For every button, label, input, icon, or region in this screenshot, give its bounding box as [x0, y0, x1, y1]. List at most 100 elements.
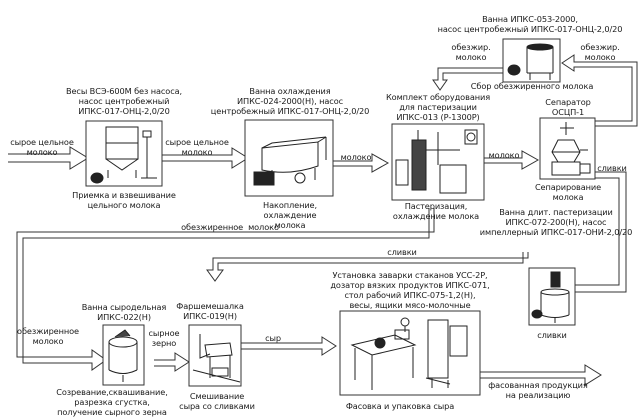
process-label-packing: Фасовка и упаковка сыра — [346, 401, 454, 411]
flow-arrow-pasteurization-to-separator — [484, 150, 540, 170]
flow-line: на реализацию — [505, 390, 571, 400]
flow-label-separator-to-cream: сливки — [597, 163, 627, 173]
process-label-cooling: Накопление, охлаждение молока — [263, 200, 317, 230]
process-line: охлаждение — [263, 210, 317, 220]
equipment-label-pasteurization: Комплект оборудования для пастеризации И… — [386, 92, 490, 122]
process-line: Сепарирование — [534, 182, 602, 192]
flow-line: молоко — [32, 336, 64, 346]
equipment-line: Ванна ИПКС-053-2000, — [482, 14, 578, 24]
process-label-pasteurization: Пастеризация, охлаждение молока — [393, 201, 479, 221]
flow-line: молоко — [584, 52, 616, 62]
storage-tank-icon — [507, 43, 554, 80]
flow-line: молоко — [455, 52, 487, 62]
flow-line: молоко — [181, 147, 213, 157]
equipment-line: ИПКС-017-ОНЦ-2,0/20 — [78, 106, 170, 116]
equipment-line: насос центробежный ИПКС-017-ОНЦ-2,0/20 — [437, 24, 623, 34]
flow-arrow-separator-to-skim — [561, 54, 638, 127]
flow-label-reception-to-cooling: сырое цельное молоко — [165, 137, 229, 157]
equipment-label-separator: Сепаратор ОСЦП-1 — [545, 97, 591, 117]
flow-line: обезжиренное молоко — [181, 222, 279, 232]
equipment-line: ИПКС-024-2000(Н), насос — [236, 96, 344, 106]
station-box-packing[interactable] — [339, 310, 481, 396]
process-line: сливки — [537, 330, 567, 340]
equipment-line: Комплект оборудования — [385, 92, 491, 102]
equipment-line: ОСЦП-1 — [551, 107, 585, 117]
equipment-label-reception: Весы ВСЭ-600М без насоса, насос центробе… — [66, 86, 182, 116]
process-line: Приемка и взвешивание — [72, 190, 176, 200]
station-box-mixer[interactable] — [188, 324, 242, 387]
equipment-line: насос центробежный — [78, 96, 170, 106]
flow-label-vat-to-mixer: сырное зерно — [149, 328, 180, 348]
flow-label-cream-to-mixer: сливки — [387, 247, 417, 257]
flow-label-cooling-to-pasteurization: молоко — [341, 152, 372, 162]
process-label-cheese-vat: Созревание,сквашивание, разрезка сгустка… — [56, 387, 168, 417]
process-label-separator: Сепарирование молока — [535, 182, 601, 202]
process-label-skim-collection: Сбор обезжиренного молока — [471, 81, 594, 91]
flow-line: зерно — [151, 338, 177, 348]
equipment-line: ИПКС-019(Н) — [183, 311, 237, 321]
flow-label-skim-to-cheese-vat: обезжиренное молоко — [181, 222, 279, 232]
equipment-label-mixer: Фаршемешалка ИПКС-019(Н) — [176, 301, 244, 321]
process-line: молока — [274, 220, 306, 230]
flow-line: сырное — [148, 328, 180, 338]
equipment-line: для пастеризации — [399, 102, 477, 112]
flow-label-input: сырое цельное молоко — [10, 137, 74, 157]
process-line: получение сырного зерна — [57, 407, 167, 417]
process-label-mixer: Смешивание сыра со сливками — [179, 391, 255, 411]
equipment-line: ИПКС-013 (Р-1300Р) — [396, 112, 480, 122]
pasteurization-tank-icon — [531, 271, 570, 323]
equipment-label-cheese-vat: Ванна сыродельная ИПКС-022(Н) — [82, 302, 167, 322]
flow-line: сыр — [265, 333, 281, 343]
process-line: Созревание,сквашивание, — [56, 387, 168, 397]
process-line: охлаждение молока — [392, 211, 480, 221]
equipment-line: Ванна сыродельная — [81, 302, 167, 312]
equipment-label-cream-pasteurization: Ванна длит. пастеризации ИПКС-072-200(Н)… — [479, 207, 633, 237]
process-line: Пастеризация, — [404, 201, 468, 211]
equipment-line: дозатор вязких продуктов ИПКС-071, — [330, 280, 490, 290]
pasteurizer-icon — [395, 129, 478, 194]
equipment-line: стол рабочий ИПКС-075-1,2(Н), — [344, 290, 476, 300]
flow-label-mixer-to-packing: сыр — [265, 333, 281, 343]
station-box-separator[interactable] — [539, 117, 596, 180]
flow-arrow-cream-to-mixer — [206, 252, 529, 282]
process-line: цельного молока — [87, 200, 161, 210]
flow-line: молоко — [488, 150, 520, 160]
process-line: разрезка сгустка, — [74, 397, 150, 407]
flow-label-skim-to-pasteurization: обезжир. молоко — [451, 42, 490, 62]
flow-line: сливки — [597, 163, 627, 173]
flow-arrow-mixer-to-packing — [241, 336, 337, 356]
process-line: сыра со сливками — [179, 401, 255, 411]
equipment-label-skim-collection: Ванна ИПКС-053-2000, насос центробежный … — [438, 14, 623, 34]
cooling-bath-icon — [253, 136, 327, 186]
equipment-line: Сепаратор — [545, 97, 591, 107]
equipment-line: Весы ВСЭ-600М без насоса, — [65, 86, 183, 96]
flow-label-pasteurization-to-separator: молоко — [489, 150, 520, 160]
flow-label-cheese-vat-input: обезжиренное молоко — [17, 326, 79, 346]
flow-arrow-cooling-to-pasteurization — [333, 153, 390, 173]
flow-line: обезжиренное — [17, 326, 79, 336]
process-line: Смешивание — [189, 391, 245, 401]
flow-line: сырое цельное — [165, 137, 229, 147]
scale-tank-icon — [90, 126, 157, 184]
flow-arrow-vat-to-mixer — [154, 352, 190, 372]
flow-line: фасованная продукция — [488, 380, 588, 390]
equipment-label-packing: Установка заварки стаканов УСС-2Р, дозат… — [330, 270, 489, 310]
equipment-line: ИПКС-072-200(Н), насос — [505, 217, 607, 227]
equipment-line: Ванна охлаждения — [249, 86, 331, 96]
flow-arrow-skim-to-pasteurization — [432, 67, 503, 91]
flow-label-separator-to-skim: обезжир. молоко — [580, 42, 619, 62]
equipment-line: ИПКС-022(Н) — [97, 312, 151, 322]
equipment-line: центробежный ИПКС-017-ОНЦ-2,0/20 — [210, 106, 370, 116]
equipment-label-cooling: Ванна охлаждения ИПКС-024-2000(Н), насос… — [210, 86, 370, 116]
equipment-line: импеллерный ИПКС-017-ОНИ-2,0/20 — [479, 227, 633, 237]
flow-line: молоко — [26, 147, 58, 157]
equipment-line: Фаршемешалка — [176, 301, 244, 311]
flow-label-output: фасованная продукция на реализацию — [488, 380, 588, 400]
flow-line: сырое цельное — [10, 137, 74, 147]
packing-line-icon — [350, 317, 468, 390]
cheese-vat-icon — [108, 329, 138, 382]
process-line: молока — [552, 192, 584, 202]
equipment-line: Ванна длит. пастеризации — [499, 207, 613, 217]
process-line: Накопление, — [263, 200, 317, 210]
flow-line: обезжир. — [580, 42, 620, 52]
